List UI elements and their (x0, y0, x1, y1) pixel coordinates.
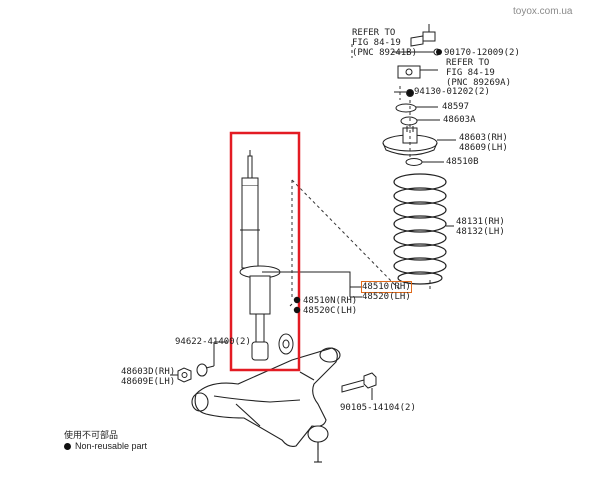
bullet-icon (64, 443, 71, 450)
highlight-box (229, 131, 301, 372)
coil-spring-icon (393, 173, 447, 285)
bullet-icon (293, 296, 301, 304)
part-90105: 90105-14104(2) (340, 403, 416, 413)
part-94622: 94622-41400(2) (175, 337, 251, 347)
part-48603a: 48603A (443, 115, 476, 125)
part-48510-rh[interactable]: 48510(RH) (361, 281, 412, 293)
spring-seat-icon (405, 158, 423, 166)
part-90170: 90170-12009(2) (444, 48, 520, 58)
bullet-icon (293, 306, 301, 314)
part-48520-lh: 48520(LH) (362, 292, 411, 302)
part-94130: 94130-01202(2) (414, 87, 490, 97)
watermark: toyox.com.ua (513, 6, 573, 17)
legend-title: 使用不可部品 (64, 430, 119, 440)
legend: 使用不可部品 Non-reusable part (64, 430, 147, 452)
part-48603d-48609e: 48603D(RH) 48609E(LH) (121, 367, 176, 387)
shock-absorber-icon (239, 150, 281, 361)
legend-row: Non-reusable part (64, 441, 147, 452)
part-48520c: 48520C(LH) (303, 306, 358, 316)
part-48597: 48597 (442, 102, 470, 112)
bushing-icon (400, 116, 418, 126)
part-48603-48609: 48603(RH) 48609(LH) (459, 133, 508, 153)
bullet-icon (436, 49, 442, 55)
washer-small-icon (196, 363, 208, 377)
bracket-icon (397, 65, 438, 79)
lower-control-arm-icon (191, 347, 341, 463)
washer-icon (395, 103, 417, 113)
refer-label-2: REFER TO FIG 84-19 (PNC 89269A) (446, 58, 512, 88)
nut-icon (406, 89, 414, 97)
bolt-long-icon (341, 372, 377, 393)
bolt-icon (410, 24, 441, 56)
bushing-pair-icon (278, 303, 294, 355)
refer-label-1: REFER TO FIG 84-19 (PNC 89241B) (352, 28, 418, 58)
part-48131-48132: 48131(RH) 48132(LH) (456, 217, 505, 237)
nut-hex-icon (177, 367, 192, 383)
part-48510n: 48510N(RH) (303, 296, 358, 306)
part-48510b: 48510B (446, 157, 479, 167)
legend-text: Non-reusable part (75, 441, 148, 451)
